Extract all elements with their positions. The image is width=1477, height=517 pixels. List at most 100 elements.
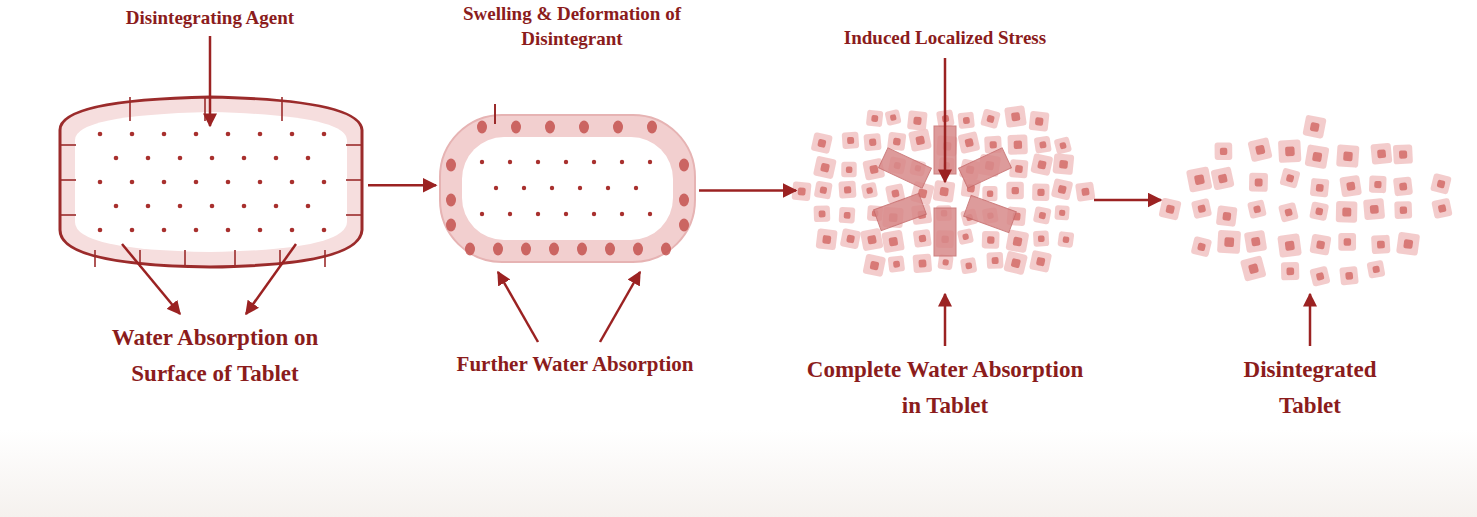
disintegrant-dot — [522, 186, 526, 190]
tablet-fragment — [1006, 182, 1024, 200]
tablet-fragment — [1029, 111, 1050, 132]
fragment-core — [1343, 151, 1353, 161]
tablet-fragment — [1007, 134, 1027, 154]
tablet-fragment — [1304, 144, 1329, 169]
stage-arrow — [1094, 199, 1161, 202]
tablet-stage: Disintegrated Tablet — [1165, 120, 1450, 295]
part-label: Disintegrating Agent — [50, 6, 370, 31]
disintegrant-dot — [194, 180, 199, 185]
tablet-fragment — [862, 253, 886, 277]
tablet-fragment — [1247, 137, 1272, 162]
tablet-fragment — [840, 228, 862, 250]
leader-arrow — [600, 272, 640, 342]
fragment-shell — [1051, 178, 1074, 201]
tablet-fragment — [1336, 201, 1358, 223]
fragment-core — [866, 187, 873, 194]
fragment-shell — [863, 133, 881, 151]
tablet-fragment — [1371, 235, 1390, 254]
fragment-core — [1062, 236, 1069, 243]
fragment-shell — [887, 132, 907, 152]
tablet-fragment — [1247, 199, 1267, 219]
fragment-shell — [912, 254, 932, 274]
disintegrant-dot — [258, 180, 263, 185]
disintegrant-dot — [620, 160, 624, 164]
tablet-stage: Induced Localized StressComplete Water A… — [800, 95, 1090, 290]
tablet-fragment — [1369, 175, 1387, 193]
fragment-shell — [1217, 230, 1241, 254]
swollen-core — [462, 137, 673, 240]
fragment-core — [989, 141, 997, 149]
tablet-fragment — [814, 180, 833, 199]
disintegrant-dot — [146, 156, 151, 161]
fragment-shell — [1369, 175, 1387, 193]
tablet-fragment — [1336, 144, 1359, 167]
fragment-core — [822, 235, 831, 244]
tablet-fragment — [1396, 232, 1420, 256]
tablet-fragment — [908, 128, 932, 152]
fragment-core — [963, 117, 970, 124]
fragment-shell — [1431, 198, 1453, 220]
disintegrant-dot — [306, 204, 311, 209]
tablet-fragment — [1393, 144, 1413, 164]
fragment-shell — [1277, 233, 1302, 258]
disintegrant-dot — [536, 212, 540, 216]
fragment-core — [844, 212, 851, 219]
fragment-shell — [1370, 143, 1392, 165]
fragment-shell — [932, 180, 955, 203]
fragment-shell — [913, 229, 932, 248]
disintegrant-dot — [130, 132, 135, 137]
fragment-shell — [1007, 134, 1027, 154]
fragment-shell — [1309, 266, 1330, 287]
fragment-shell — [1396, 232, 1420, 256]
stage-caption: Water Absorption on Surface of Tablet — [85, 320, 345, 391]
tablet-fragment — [957, 228, 974, 245]
fragment-shell — [1247, 199, 1267, 219]
fragment-shell — [1003, 251, 1028, 276]
fragment-shell — [1006, 182, 1024, 200]
fragment-shell — [986, 252, 1003, 269]
fragment-shell — [1304, 144, 1329, 169]
fragment-shell — [842, 131, 860, 149]
disintegrant-dot — [592, 160, 596, 164]
tablet-fragment — [932, 180, 955, 203]
fragment-shell — [1004, 105, 1027, 128]
fragment-core — [1222, 212, 1231, 221]
swollen-particle — [446, 159, 456, 172]
disintegrant-dot — [322, 132, 327, 137]
leader-arrow — [1309, 294, 1312, 346]
fragment-core — [1436, 179, 1445, 188]
fragment-shell — [1029, 250, 1052, 273]
pore-tick — [129, 97, 131, 121]
stage-three-fragments — [791, 105, 1095, 277]
fragment-core — [1346, 182, 1356, 192]
fragment-shell — [1393, 176, 1413, 196]
fragment-core — [1013, 237, 1023, 247]
tablet-fragment — [1191, 198, 1212, 219]
disintegrant-dot — [480, 212, 484, 216]
fragment-core — [819, 186, 827, 194]
fragment-core — [1255, 145, 1266, 156]
tablet-fragment — [1054, 136, 1073, 155]
fragment-shell — [1247, 137, 1272, 162]
fragment-core — [890, 114, 897, 121]
tablet-fragment — [1240, 255, 1267, 282]
tablet-fragment — [1186, 166, 1213, 193]
fragment-core — [867, 235, 877, 245]
tablet-fragment — [1370, 143, 1392, 165]
fragment-core — [888, 237, 898, 247]
tablet-fragment — [982, 231, 1000, 249]
tablet-fragment — [1430, 173, 1452, 195]
fragment-core — [987, 191, 993, 197]
fragment-core — [891, 189, 900, 198]
disintegrant-dot — [242, 156, 247, 161]
fragment-core — [986, 115, 995, 124]
tablet-fragment — [1191, 236, 1213, 258]
tablet-fragment — [1431, 198, 1453, 220]
disintegrant-dot — [98, 132, 103, 137]
tablet-fragment — [1210, 166, 1234, 190]
fragment-core — [962, 233, 969, 240]
fragment-core — [1015, 165, 1023, 173]
fragment-shell — [1336, 144, 1359, 167]
tablet-fragment — [1281, 262, 1299, 280]
